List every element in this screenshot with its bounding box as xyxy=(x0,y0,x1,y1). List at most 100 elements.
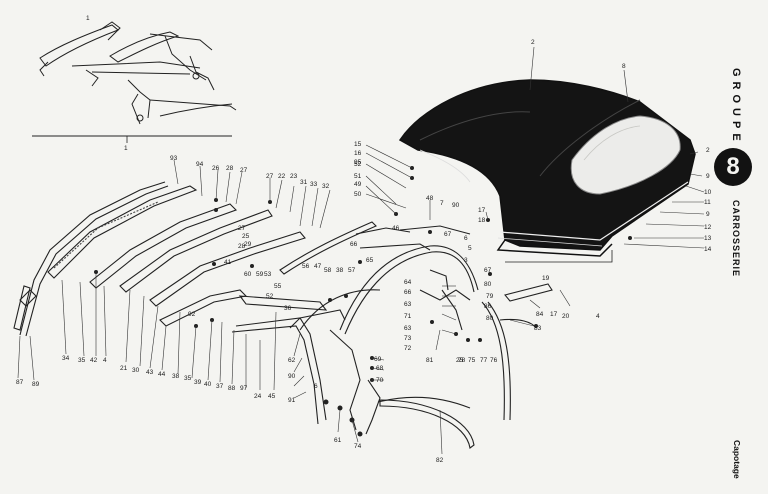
callout-71: 71 xyxy=(404,313,412,320)
callout-17: 17 xyxy=(550,311,558,318)
rear-window xyxy=(570,115,681,195)
callout-4: 4 xyxy=(103,357,107,364)
callout-42: 42 xyxy=(90,357,98,364)
callout-77: 77 xyxy=(480,357,488,364)
callout-95: 95 xyxy=(354,159,362,166)
callout-61: 61 xyxy=(334,437,342,444)
callout-37: 37 xyxy=(216,383,224,390)
callout-36: 36 xyxy=(284,305,292,312)
callout-25: 25 xyxy=(456,357,464,364)
leader-lines xyxy=(17,46,705,455)
callout-15: 15 xyxy=(354,141,362,148)
callout-51: 51 xyxy=(354,173,362,180)
callout-46: 46 xyxy=(392,225,400,232)
callout-9: 9 xyxy=(706,173,710,180)
callout-38: 38 xyxy=(172,373,180,380)
hardware-parts xyxy=(94,166,632,437)
callout-11: 11 xyxy=(704,199,711,206)
callout-76: 76 xyxy=(490,357,498,364)
section-sidebar: GROUPE 8 CARROSSERIE Capotage xyxy=(702,60,758,494)
callout-63: 63 xyxy=(404,301,412,308)
callout-27: 27 xyxy=(238,225,246,232)
callout-43: 43 xyxy=(146,369,154,376)
callout-79: 79 xyxy=(486,293,494,300)
callout-23: 23 xyxy=(290,173,298,180)
callout-27: 27 xyxy=(266,173,274,180)
callout-80: 80 xyxy=(484,281,492,288)
section-label: CARROSSERIE xyxy=(731,200,741,278)
callout-60: 60 xyxy=(244,271,252,278)
callout-97: 97 xyxy=(240,385,248,392)
callout-33: 33 xyxy=(310,181,318,188)
callout-25: 25 xyxy=(242,233,250,240)
callout-63: 63 xyxy=(404,325,412,332)
callout-78: 78 xyxy=(458,357,466,364)
callout-72: 72 xyxy=(404,345,412,352)
callout-26: 26 xyxy=(212,165,220,172)
callout-57: 57 xyxy=(348,267,356,274)
callout-59: 59 xyxy=(256,271,264,278)
callout-65: 65 xyxy=(366,257,374,264)
callout-87: 87 xyxy=(16,379,24,386)
callout-10: 10 xyxy=(704,189,712,196)
callout-80: 80 xyxy=(486,315,494,322)
callout-labels: 1 1 2 2 3 4 4 5 6 6 7 8 9 9 10 11 12 13 … xyxy=(16,15,712,464)
callout-70: 70 xyxy=(376,377,384,384)
callout-47: 47 xyxy=(314,263,322,270)
soft-top-bracket xyxy=(505,250,613,263)
callout-68: 68 xyxy=(376,365,384,372)
top-frame-bows xyxy=(231,225,553,449)
callout-53: 53 xyxy=(264,271,272,278)
callout-31: 31 xyxy=(300,179,308,186)
callout-48: 48 xyxy=(426,195,434,202)
callout-75: 75 xyxy=(468,357,476,364)
callout-66: 66 xyxy=(350,241,358,248)
callout-5: 5 xyxy=(468,245,472,252)
callout-64: 64 xyxy=(404,279,412,286)
callout-1: 1 xyxy=(124,145,128,152)
callout-73: 73 xyxy=(404,335,412,342)
callout-69: 69 xyxy=(374,356,382,363)
callout-22: 22 xyxy=(278,173,286,180)
callout-16: 16 xyxy=(354,150,362,157)
callout-32: 32 xyxy=(322,183,330,190)
callout-50: 50 xyxy=(354,191,362,198)
callout-52: 52 xyxy=(266,293,274,300)
callout-90: 90 xyxy=(452,202,460,209)
callout-74: 74 xyxy=(354,443,362,450)
callout-17: 17 xyxy=(478,207,486,214)
callout-67: 67 xyxy=(484,267,492,274)
callout-35: 35 xyxy=(78,357,86,364)
callout-82: 82 xyxy=(436,457,444,464)
callout-55: 55 xyxy=(274,283,282,290)
callout-14: 14 xyxy=(704,246,712,253)
subsection-label: Capotage xyxy=(732,440,742,479)
callout-2: 2 xyxy=(706,147,710,154)
callout-35: 35 xyxy=(184,375,192,382)
callout-6: 6 xyxy=(464,235,468,242)
callout-92: 92 xyxy=(188,311,196,318)
callout-2: 2 xyxy=(531,39,535,46)
callout-7: 7 xyxy=(440,200,444,207)
callout-29: 29 xyxy=(244,241,252,248)
callout-44: 44 xyxy=(158,371,166,378)
callout-88: 88 xyxy=(228,385,236,392)
callout-8: 8 xyxy=(622,63,626,70)
callout-3: 3 xyxy=(464,257,468,264)
callout-18: 18 xyxy=(478,217,486,224)
callout-67: 67 xyxy=(444,231,452,238)
callout-13: 13 xyxy=(704,235,712,242)
callout-84: 84 xyxy=(536,311,544,318)
callout-58: 58 xyxy=(324,267,332,274)
roof-rails xyxy=(13,181,377,337)
callout-52: 52 xyxy=(354,161,362,168)
callout-89: 89 xyxy=(32,381,40,388)
callout-1: 1 xyxy=(86,15,90,22)
callout-24: 24 xyxy=(254,393,262,400)
callout-83: 83 xyxy=(534,325,542,332)
soft-top-cover xyxy=(398,79,696,257)
callout-28: 28 xyxy=(238,243,246,250)
callout-41: 41 xyxy=(224,259,232,266)
callout-62: 62 xyxy=(288,357,296,364)
callout-27: 27 xyxy=(240,167,248,174)
